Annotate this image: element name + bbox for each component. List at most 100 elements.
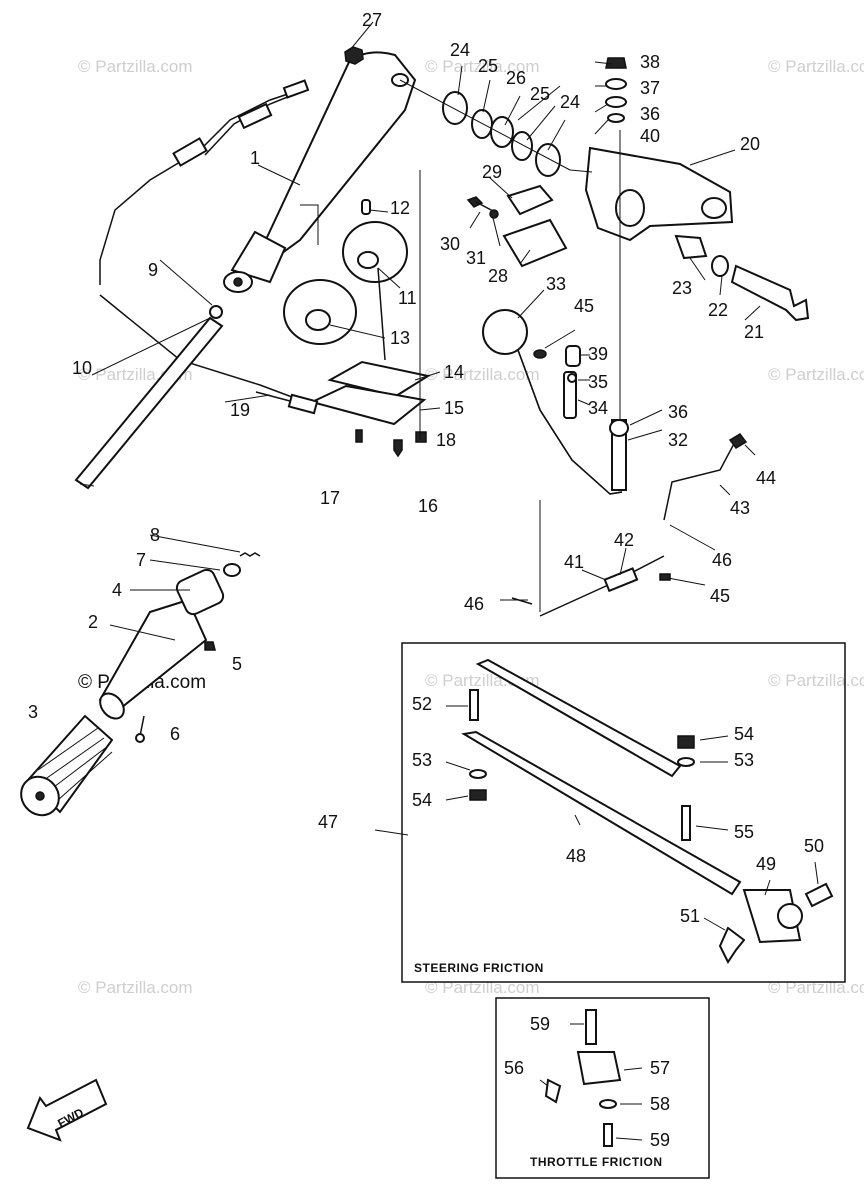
friction-rod-drawing: [475, 658, 682, 778]
callout-49: 49: [756, 854, 776, 874]
friction-knob-49-drawing: [742, 889, 802, 944]
shift-linkage-group: [482, 309, 748, 617]
tiller-bar-drawing: [74, 316, 224, 490]
callout-28: 28: [488, 266, 508, 286]
watermark: © Partzilla.com: [78, 57, 193, 76]
clip-9-drawing: [209, 305, 223, 319]
callout-20: 20: [740, 134, 760, 154]
callout-29: 29: [482, 162, 502, 182]
callout-8: 8: [150, 525, 160, 545]
callout-57: 57: [650, 1058, 670, 1078]
pulley-11-drawing: [342, 221, 408, 283]
callout-33: 33: [546, 274, 566, 294]
watermark: © Partzilla.com: [425, 978, 540, 997]
fwd-arrow: FWD: [26, 1078, 108, 1142]
steering-friction-panel: STEERING FRICTION: [401, 642, 846, 983]
callout-13: 13: [390, 328, 410, 348]
callout-56: 56: [504, 1058, 524, 1078]
callout-55: 55: [734, 822, 754, 842]
gear-26-drawing: [490, 116, 514, 148]
callout-46a: 46: [712, 550, 732, 570]
callout-27: 27: [362, 10, 382, 30]
nut-38-drawing: [605, 57, 627, 69]
throttle-pulley-group: [255, 170, 431, 458]
callout-45a: 45: [574, 296, 594, 316]
callout-25a: 25: [478, 56, 498, 76]
callout-3: 3: [28, 702, 38, 722]
watermark: © Partzilla.com: [425, 365, 540, 384]
callout-42: 42: [614, 530, 634, 550]
friction-bar-48-drawing: [461, 730, 742, 896]
callout-9: 9: [148, 260, 158, 280]
callout-35: 35: [588, 372, 608, 392]
throttle-friction-frame: [495, 997, 710, 1179]
callout-22: 22: [708, 300, 728, 320]
callout-39: 39: [588, 344, 608, 364]
callout-12: 12: [390, 198, 410, 218]
leader-lines: [91, 21, 819, 1141]
callout-17: 17: [320, 488, 340, 508]
throttle-friction-panel: THROTTLE FRICTION: [495, 997, 710, 1179]
callout-50: 50: [804, 836, 824, 856]
callout-47: 47: [318, 812, 338, 832]
steering-handle-group: [20, 46, 417, 817]
callout-38: 38: [640, 52, 660, 72]
callout-44: 44: [756, 468, 776, 488]
callout-24a: 24: [450, 40, 470, 60]
callout-59a: 59: [530, 1014, 550, 1034]
callout-46b: 46: [464, 594, 484, 614]
knob-33-drawing: [482, 309, 528, 355]
callout-54a: 54: [412, 790, 432, 810]
callout-32: 32: [668, 430, 688, 450]
callout-18: 18: [436, 430, 456, 450]
callout-31: 31: [466, 248, 486, 268]
nut-27-drawing: [344, 46, 364, 65]
washer-24-drawing: [442, 91, 468, 125]
plate-29-drawing: [506, 184, 554, 216]
bracket-28-drawing: [502, 218, 568, 268]
callout-6: 6: [170, 724, 180, 744]
callout-16: 16: [418, 496, 438, 516]
callout-59b: 59: [650, 1130, 670, 1150]
callout-25b: 25: [530, 84, 550, 104]
callout-54b: 54: [734, 724, 754, 744]
callout-26: 26: [506, 68, 526, 88]
watermark: © Partzilla.com: [768, 57, 864, 76]
callout-36a: 36: [640, 104, 660, 124]
watermarks: © Partzilla.com © Partzilla.com © Partzi…: [78, 57, 864, 997]
callout-10: 10: [72, 358, 92, 378]
callout-1: 1: [250, 148, 260, 168]
callout-30: 30: [440, 234, 460, 254]
callout-37: 37: [640, 78, 660, 98]
callout-23: 23: [672, 278, 692, 298]
swivel-bracket-20-drawing: [584, 146, 734, 242]
watermark: © Partzilla.com: [425, 57, 540, 76]
callout-5: 5: [232, 654, 242, 674]
callout-34: 34: [588, 398, 608, 418]
callout-40: 40: [640, 126, 660, 146]
shift-rod-41-drawing: [539, 555, 665, 617]
callout-45b: 45: [710, 586, 730, 606]
throttle-friction-caption: THROTTLE FRICTION: [530, 1155, 662, 1169]
callout-2: 2: [88, 612, 98, 632]
link-43-drawing: [663, 439, 737, 521]
bolt-21-drawing: [730, 264, 810, 322]
bracket-15-drawing: [309, 384, 427, 426]
callout-7: 7: [136, 550, 146, 570]
callout-19: 19: [230, 400, 250, 420]
steering-friction-frame: [401, 642, 846, 983]
callout-43: 43: [730, 498, 750, 518]
throttle-cable-drawing: [99, 89, 301, 285]
callout-36b: 36: [668, 402, 688, 422]
callout-labels: 1 2 3 4 5 6 7 8 9 10 11 12 13 14 15 16 1…: [28, 10, 824, 1150]
callout-11: 11: [398, 288, 417, 308]
callout-21: 21: [744, 322, 764, 342]
watermark: © Partzilla.com: [768, 671, 864, 690]
callout-48: 48: [566, 846, 586, 866]
callout-51: 51: [680, 906, 700, 926]
watermark: © Partzilla.com: [768, 978, 864, 997]
callout-24b: 24: [560, 92, 580, 112]
callout-41: 41: [564, 552, 584, 572]
watermark: © Partzilla.com: [78, 978, 193, 997]
